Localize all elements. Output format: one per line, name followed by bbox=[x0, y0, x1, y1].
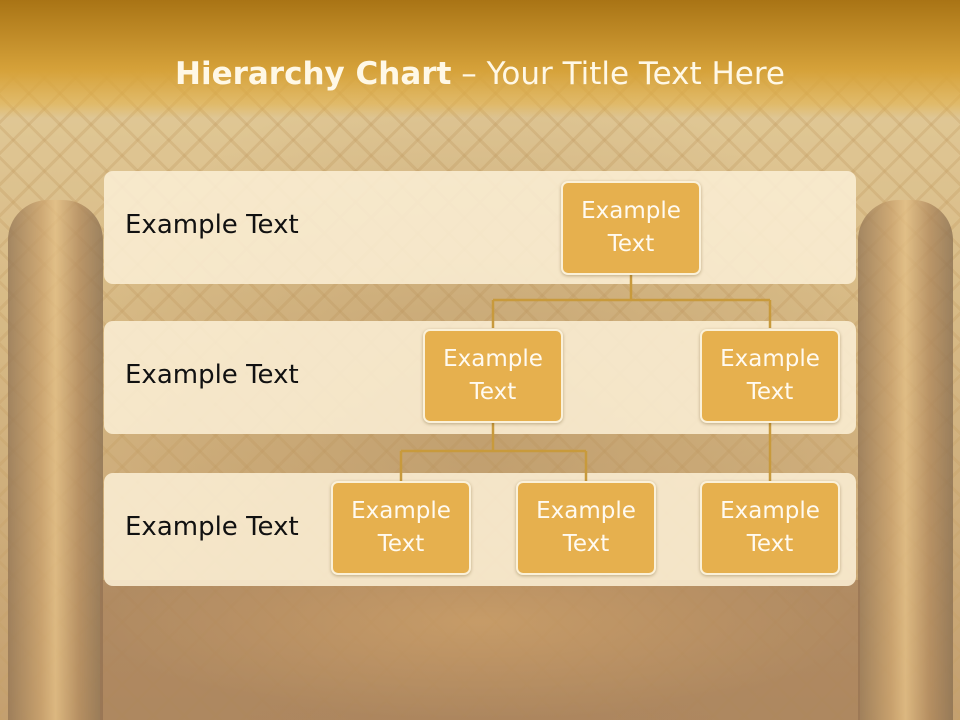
node-level2-right-text: Example Text bbox=[720, 346, 820, 405]
node-level2-left[interactable]: Example Text bbox=[423, 329, 563, 423]
chair-post-left bbox=[8, 200, 103, 720]
node-level3-b[interactable]: Example Text bbox=[516, 481, 656, 575]
title-bar bbox=[0, 0, 960, 118]
node-level2-left-text: Example Text bbox=[443, 346, 543, 405]
node-level3-c[interactable]: Example Text bbox=[700, 481, 840, 575]
node-level3-a[interactable]: Example Text bbox=[331, 481, 471, 575]
level-band-1 bbox=[104, 171, 856, 284]
node-root-text: Example Text bbox=[581, 198, 681, 257]
level-label-2: Example Text bbox=[125, 360, 299, 390]
node-level3-c-text: Example Text bbox=[720, 498, 820, 557]
level-label-1: Example Text bbox=[125, 210, 299, 240]
chair-post-right bbox=[858, 200, 953, 720]
node-level2-right[interactable]: Example Text bbox=[700, 329, 840, 423]
node-level3-b-text: Example Text bbox=[536, 498, 636, 557]
title-bold: Hierarchy Chart bbox=[175, 56, 452, 92]
slide-title: Hierarchy Chart – Your Title Text Here bbox=[0, 56, 960, 92]
node-root[interactable]: Example Text bbox=[561, 181, 701, 275]
title-rest: – Your Title Text Here bbox=[451, 56, 785, 92]
node-level3-a-text: Example Text bbox=[351, 498, 451, 557]
level-label-3: Example Text bbox=[125, 512, 299, 542]
chair-back-fabric bbox=[100, 580, 860, 720]
